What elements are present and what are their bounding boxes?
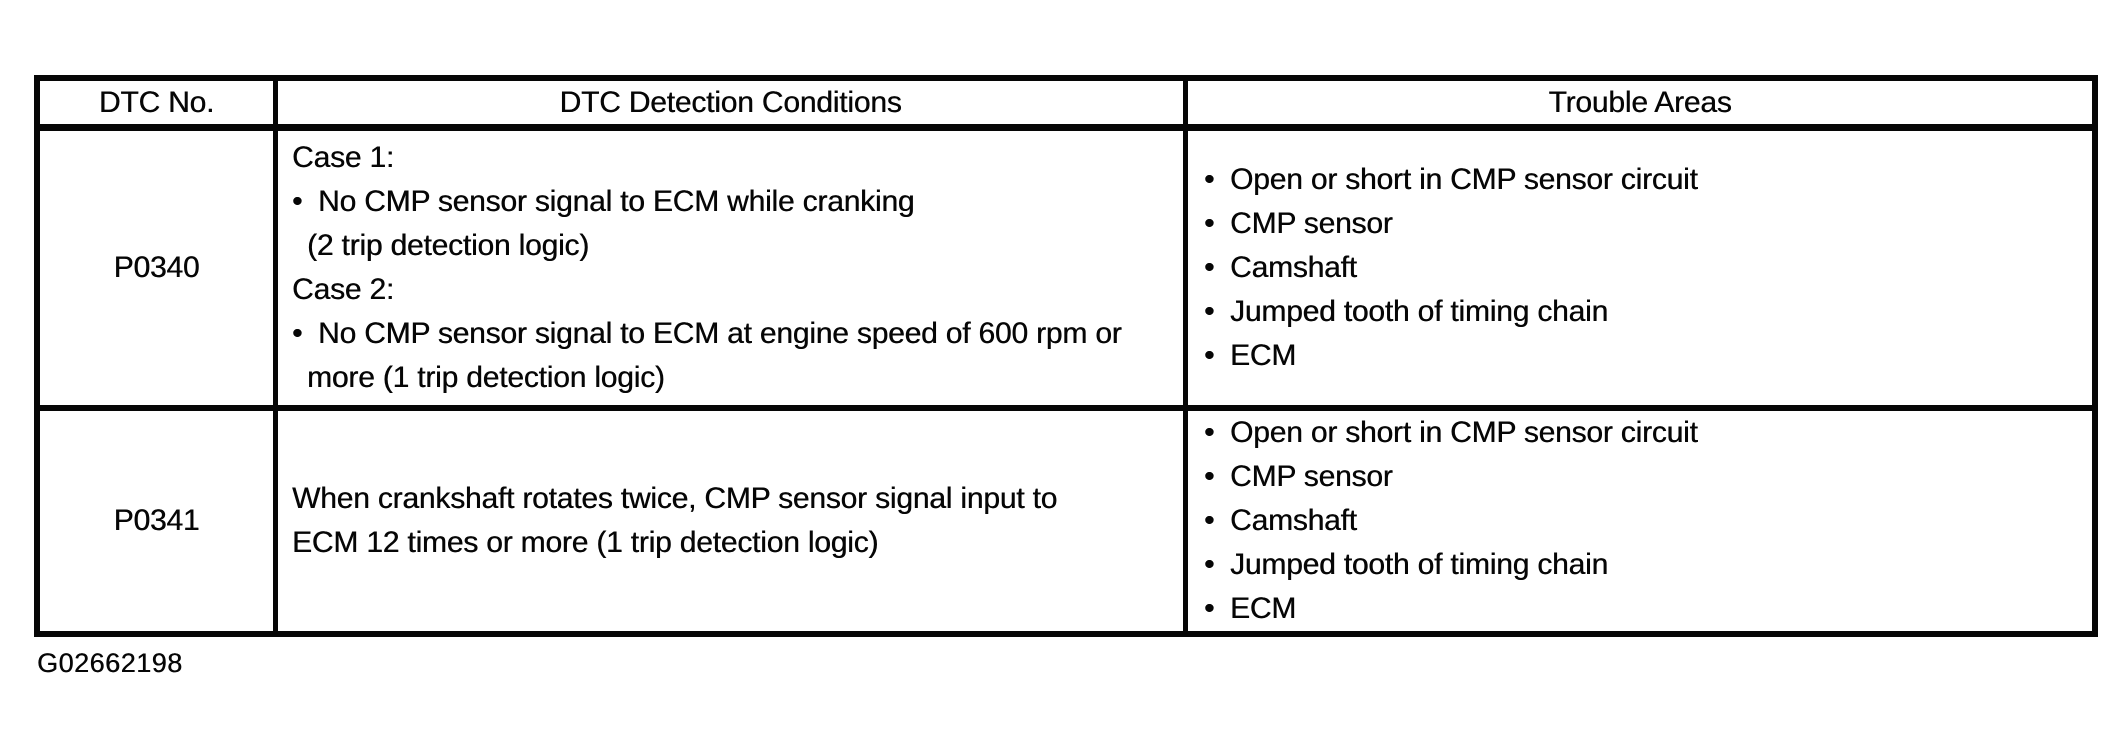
bullet-icon: • [1204, 416, 1215, 449]
condition-lines: Case 1: • No CMP sensor signal to ECM wh… [292, 136, 1183, 400]
bullet-icon: • [292, 317, 303, 350]
header-dtc-no: DTC No. [40, 81, 278, 131]
trouble-area-list: • Open or short in CMP sensor circuit • … [1204, 158, 2092, 378]
bullet-icon: • [1204, 592, 1215, 625]
trouble-area-item: • Camshaft [1204, 499, 2092, 543]
condition-text: Case 1: [292, 141, 394, 174]
trouble-area-item: • Jumped tooth of timing chain [1204, 290, 2092, 334]
trouble-area-text: ECM [1230, 592, 1297, 625]
trouble-area-text: CMP sensor [1230, 460, 1393, 493]
trouble-area-item: • ECM [1204, 587, 2092, 631]
trouble-area-text: Open or short in CMP sensor circuit [1230, 416, 1698, 449]
trouble-area-item: • Camshaft [1204, 246, 2092, 290]
condition-text: No CMP sensor signal to ECM while cranki… [318, 185, 915, 218]
trouble-area-text: Camshaft [1230, 251, 1357, 284]
condition-line: • No CMP sensor signal to ECM while cran… [292, 180, 1183, 224]
condition-line: more (1 trip detection logic) [292, 356, 1183, 400]
trouble-area-item: • ECM [1204, 334, 2092, 378]
condition-text: Case 2: [292, 273, 394, 306]
condition-text: (2 trip detection logic) [307, 229, 590, 262]
condition-line: ECM 12 times or more (1 trip detection l… [292, 521, 1183, 565]
condition-text: ECM 12 times or more (1 trip detection l… [292, 526, 879, 559]
bullet-icon: • [1204, 548, 1215, 581]
condition-line: Case 2: [292, 268, 1183, 312]
trouble-areas-cell-p0341: • Open or short in CMP sensor circuit • … [1188, 411, 2092, 631]
trouble-area-item: • Open or short in CMP sensor circuit [1204, 411, 2092, 455]
condition-line: • No CMP sensor signal to ECM at engine … [292, 312, 1183, 356]
trouble-area-text: Open or short in CMP sensor circuit [1230, 163, 1698, 196]
condition-line: Case 1: [292, 136, 1183, 180]
dtc-code-cell-p0340: P0340 [40, 131, 278, 411]
bullet-icon: • [1204, 295, 1215, 328]
dtc-code-cell-p0341: P0341 [40, 411, 278, 631]
trouble-area-text: Camshaft [1230, 504, 1357, 537]
condition-line: (2 trip detection logic) [292, 224, 1183, 268]
bullet-icon: • [1204, 251, 1215, 284]
condition-text: more (1 trip detection logic) [307, 361, 665, 394]
trouble-area-list: • Open or short in CMP sensor circuit • … [1204, 411, 2092, 631]
trouble-areas-cell-p0340: • Open or short in CMP sensor circuit • … [1188, 131, 2092, 411]
trouble-area-text: CMP sensor [1230, 207, 1393, 240]
trouble-area-item: • Open or short in CMP sensor circuit [1204, 158, 2092, 202]
trouble-area-text: Jumped tooth of timing chain [1230, 295, 1608, 328]
figure-code: G02662198 [37, 648, 183, 678]
trouble-area-text: Jumped tooth of timing chain [1230, 548, 1608, 581]
condition-lines: When crankshaft rotates twice, CMP senso… [292, 477, 1183, 565]
bullet-icon: • [1204, 207, 1215, 240]
trouble-area-item: • Jumped tooth of timing chain [1204, 543, 2092, 587]
detection-conditions-cell-p0340: Case 1: • No CMP sensor signal to ECM wh… [278, 131, 1188, 411]
bullet-icon: • [1204, 163, 1215, 196]
trouble-area-text: ECM [1230, 339, 1297, 372]
condition-line: When crankshaft rotates twice, CMP senso… [292, 477, 1183, 521]
trouble-area-item: • CMP sensor [1204, 455, 2092, 499]
detection-conditions-cell-p0341: When crankshaft rotates twice, CMP senso… [278, 411, 1188, 631]
header-trouble-areas: Trouble Areas [1188, 81, 2092, 131]
condition-text: When crankshaft rotates twice, CMP senso… [292, 482, 1058, 515]
bullet-icon: • [1204, 504, 1215, 537]
dtc-table: DTC No. DTC Detection Conditions Trouble… [34, 75, 2098, 637]
header-detection-conditions: DTC Detection Conditions [278, 81, 1188, 131]
bullet-icon: • [1204, 339, 1215, 372]
bullet-icon: • [1204, 460, 1215, 493]
condition-text: No CMP sensor signal to ECM at engine sp… [318, 317, 1122, 350]
bullet-icon: • [292, 185, 303, 218]
trouble-area-item: • CMP sensor [1204, 202, 2092, 246]
